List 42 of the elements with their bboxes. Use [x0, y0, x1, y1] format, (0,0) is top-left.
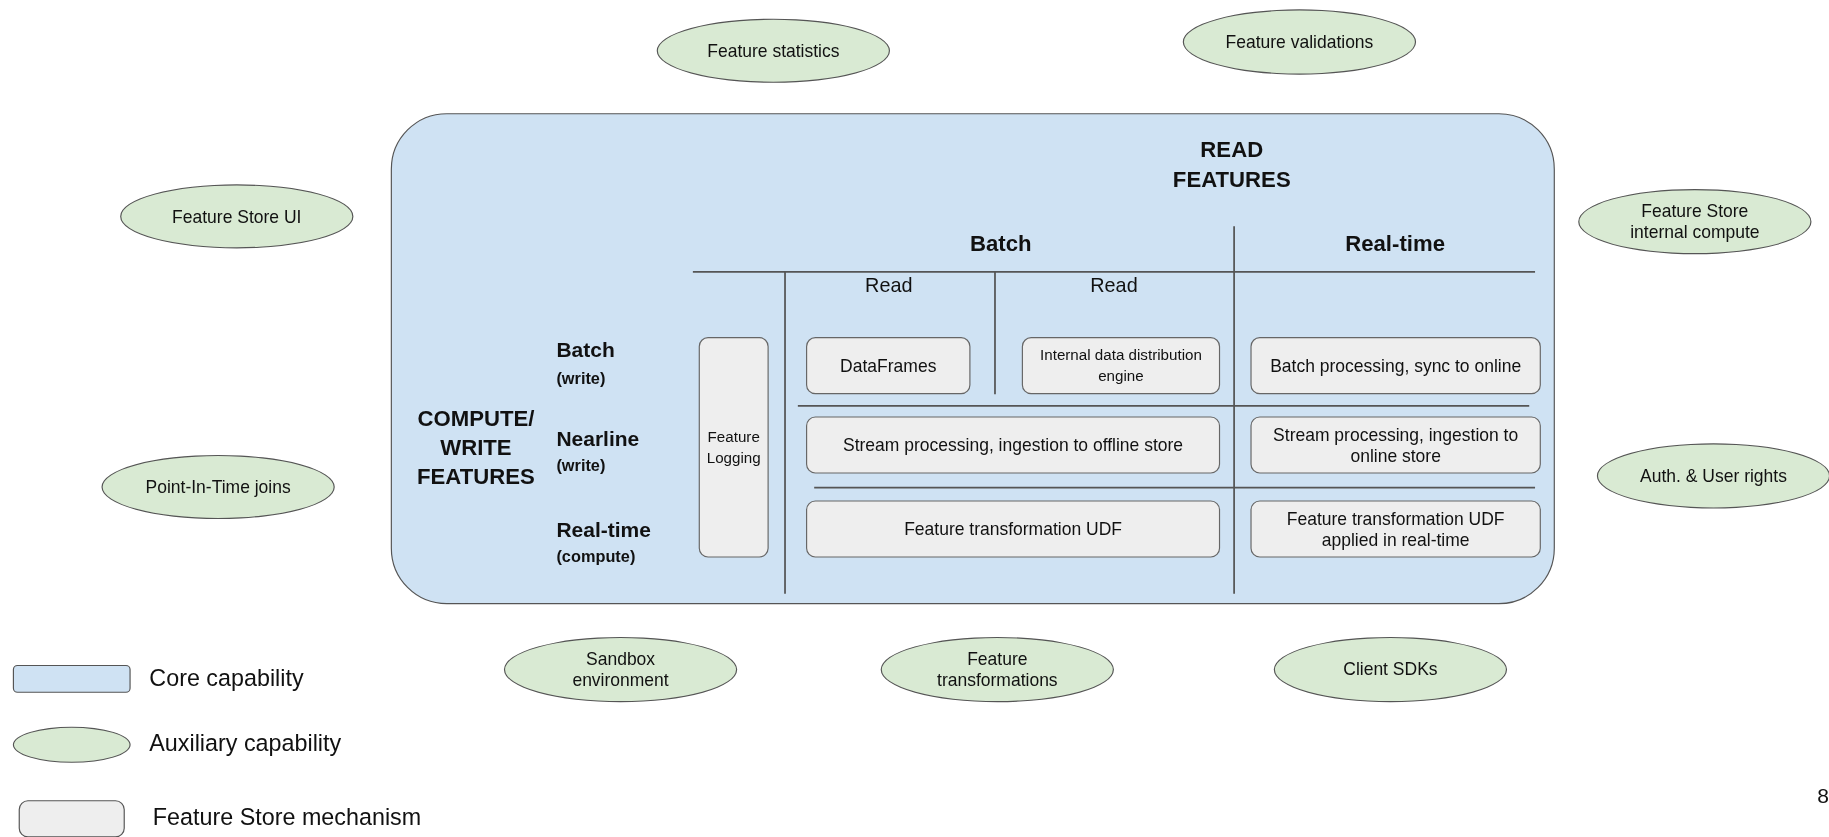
node-text: Feature transformation UDF applied in real-time: [1285, 508, 1506, 550]
section-heading: COMPUTE/ WRITE FEATURES: [416, 404, 536, 491]
node-text: Sandbox environment: [571, 648, 670, 691]
node-text: Feature Logging: [705, 426, 762, 468]
mechanism-box: [806, 416, 1221, 474]
row-note: (write): [556, 456, 607, 475]
node-text: Batch processing, sync to online: [1270, 355, 1522, 377]
row-note: (write): [556, 368, 607, 388]
node-text: Feature validations: [1225, 31, 1374, 53]
legend-label: Core capability: [149, 664, 304, 692]
row-heading: Batch: [556, 338, 616, 363]
mechanism-box: [1250, 416, 1541, 474]
section-heading: READ FEATURES: [1171, 136, 1292, 194]
mechanism-box: [806, 337, 971, 395]
column-heading: Real-time: [1344, 230, 1446, 257]
node-text: Feature transformations: [936, 648, 1059, 691]
row-heading: Real-time: [556, 517, 652, 543]
legend-label: Auxiliary capability: [149, 730, 342, 758]
mechanism-box: [698, 337, 769, 558]
column-subheading: Read: [864, 274, 914, 298]
row-heading: Nearline: [556, 426, 641, 452]
node-text: Feature transformation UDF: [904, 518, 1122, 540]
node-text: Client SDKs: [1343, 659, 1438, 681]
row-note: (compute): [556, 547, 637, 566]
core-capability-panel: [390, 113, 1555, 605]
mechanism-box: [1250, 500, 1541, 558]
node-text: Point-In-Time joins: [145, 476, 291, 498]
column-heading: Batch: [969, 230, 1033, 257]
mechanism-box: [806, 500, 1221, 558]
node-text: Internal data distribution engine: [1039, 344, 1203, 387]
mechanism-box: [1021, 337, 1221, 395]
page-number: 8: [1817, 783, 1829, 809]
node-text: Stream processing, ingestion to offline store: [843, 434, 1184, 456]
node-text: Auth. & User rights: [1640, 465, 1787, 487]
node-text: Stream processing, ingestion to online store: [1272, 424, 1520, 466]
mechanism-box: [1250, 337, 1541, 395]
node-text: Feature Store UI: [172, 205, 302, 227]
node-text: DataFrames: [840, 355, 937, 377]
node-text: Feature Store internal compute: [1629, 200, 1761, 243]
column-subheading: Read: [1089, 274, 1139, 298]
node-text: Feature statistics: [707, 40, 840, 62]
legend-label: Feature Store mechanism: [152, 803, 422, 831]
